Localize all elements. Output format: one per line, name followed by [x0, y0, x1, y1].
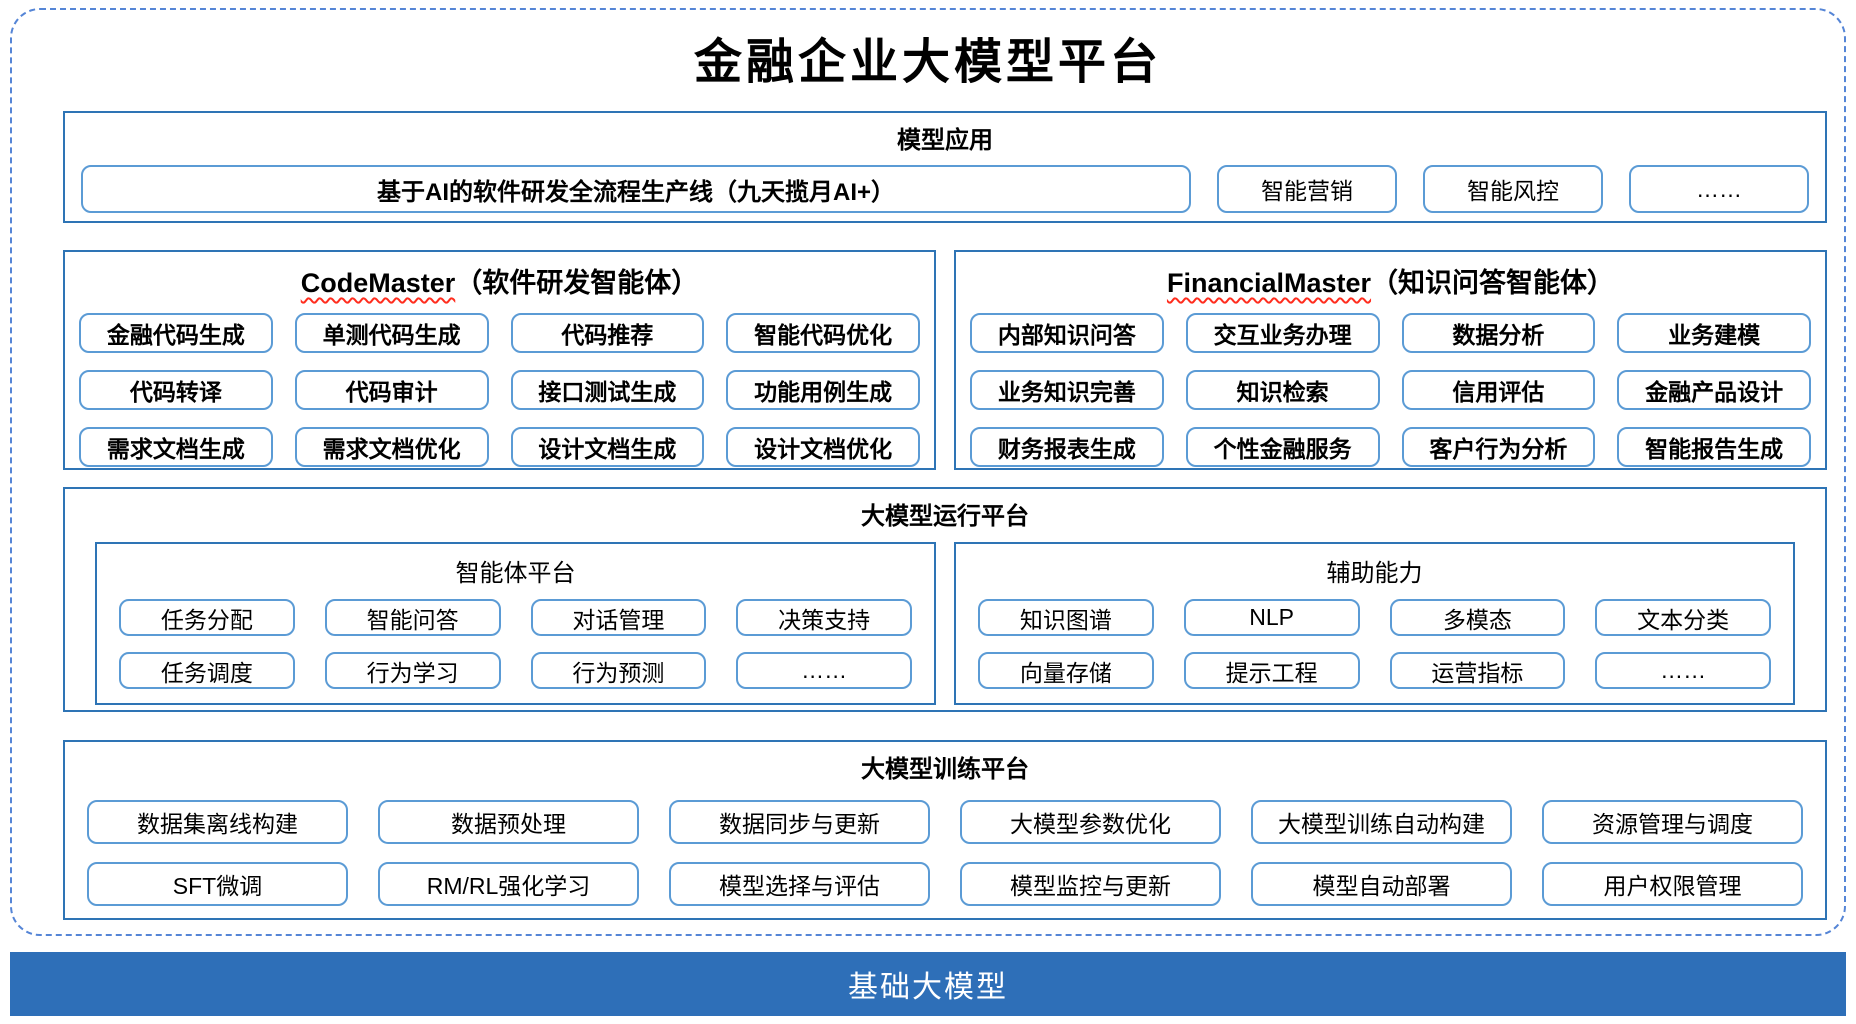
capability-chip-ellipsis: …… — [1629, 165, 1809, 213]
capability-chip: 大模型训练自动构建 — [1251, 800, 1512, 844]
capability-chip: 任务分配 — [119, 599, 295, 636]
capability-chip: 模型选择与评估 — [669, 862, 930, 906]
base-model-bar: 基础大模型 — [10, 952, 1846, 1016]
section-title: 大模型运行平台 — [861, 503, 1029, 530]
capability-chip: 信用评估 — [1401, 370, 1596, 410]
capability-chip: 多模态 — [1389, 599, 1566, 636]
capability-chip: SFT微调 — [87, 862, 348, 906]
capability-chip: NLP — [1183, 599, 1360, 636]
capability-chip: 接口测试生成 — [510, 370, 705, 410]
subsection-agent-platform: 智能体平台 任务分配 智能问答 对话管理 决策支持 任务调度 行为学习 行为预测… — [95, 542, 936, 705]
codemaster-title: CodeMaster（软件研发智能体） — [65, 261, 934, 300]
capability-chip: 模型自动部署 — [1251, 862, 1512, 906]
capability-chip: RM/RL强化学习 — [378, 862, 639, 906]
capability-chip: 代码转译 — [79, 370, 273, 410]
capability-chip: 个性金融服务 — [1185, 427, 1380, 467]
capability-chip: 用户权限管理 — [1542, 862, 1803, 906]
capability-chip: 向量存储 — [978, 652, 1154, 689]
capability-chip: 数据分析 — [1401, 313, 1596, 353]
capability-chip: 知识检索 — [1185, 370, 1380, 410]
capability-chip: 智能报告生成 — [1617, 427, 1811, 467]
financialmaster-title: FinancialMaster（知识问答智能体） — [956, 261, 1825, 300]
capability-chip: 模型监控与更新 — [960, 862, 1221, 906]
agent-platform-grid: 任务分配 智能问答 对话管理 决策支持 任务调度 行为学习 行为预测 …… — [119, 599, 912, 689]
capability-chip: 内部知识问答 — [970, 313, 1164, 353]
capability-chip: 对话管理 — [530, 599, 707, 636]
capability-chip: 财务报表生成 — [970, 427, 1164, 467]
financialmaster-title-zh: （知识问答智能体） — [1371, 268, 1615, 298]
main-pipeline-chip: 基于AI的软件研发全流程生产线（九天揽月AI+） — [81, 165, 1191, 213]
codemaster-title-zh: （软件研发智能体） — [455, 268, 699, 298]
capability-chip: 需求文档优化 — [294, 427, 489, 467]
capability-chip: 文本分类 — [1595, 599, 1771, 636]
subsection-title: 智能体平台 — [455, 560, 576, 587]
capability-chip: 代码推荐 — [510, 313, 705, 353]
capability-chip: 行为学习 — [324, 652, 501, 689]
capability-chip: 运营指标 — [1389, 652, 1566, 689]
codemaster-title-en: CodeMaster — [300, 268, 456, 298]
section-runtime-platform: 大模型运行平台 智能体平台 任务分配 智能问答 对话管理 决策支持 任务调度 行… — [63, 487, 1827, 712]
capability-chip: 提示工程 — [1183, 652, 1360, 689]
aux-capabilities-grid: 知识图谱 NLP 多模态 文本分类 向量存储 提示工程 运营指标 …… — [978, 599, 1771, 689]
page-title: 金融企业大模型平台 — [693, 34, 1162, 90]
capability-chip: 交互业务办理 — [1185, 313, 1380, 353]
capability-chip: 智能代码优化 — [726, 313, 920, 353]
capability-chip: 客户行为分析 — [1401, 427, 1596, 467]
capability-chip: 功能用例生成 — [726, 370, 920, 410]
capability-chip-ellipsis: …… — [736, 652, 912, 689]
capability-chip: 设计文档优化 — [726, 427, 920, 467]
capability-chip: 任务调度 — [119, 652, 295, 689]
capability-chip: 代码审计 — [294, 370, 489, 410]
training-grid: 数据集离线构建 数据预处理 数据同步与更新 大模型参数优化 大模型训练自动构建 … — [87, 800, 1803, 906]
capability-chip: 大模型参数优化 — [960, 800, 1221, 844]
capability-chip-ellipsis: …… — [1595, 652, 1771, 689]
section-training-platform: 大模型训练平台 数据集离线构建 数据预处理 数据同步与更新 大模型参数优化 大模… — [63, 740, 1827, 920]
capability-chip: 需求文档生成 — [79, 427, 273, 467]
codemaster-grid: 金融代码生成 单测代码生成 代码推荐 智能代码优化 代码转译 代码审计 接口测试… — [79, 313, 920, 467]
capability-chip: 知识图谱 — [978, 599, 1154, 636]
capability-chip: 资源管理与调度 — [1542, 800, 1803, 844]
section-financialmaster: FinancialMaster（知识问答智能体） 内部知识问答 交互业务办理 数… — [954, 250, 1827, 470]
financialmaster-grid: 内部知识问答 交互业务办理 数据分析 业务建模 业务知识完善 知识检索 信用评估… — [970, 313, 1811, 467]
financialmaster-title-en: FinancialMaster — [1166, 268, 1372, 298]
agents-row: CodeMaster（软件研发智能体） 金融代码生成 单测代码生成 代码推荐 智… — [63, 250, 1827, 470]
model-application-row: 基于AI的软件研发全流程生产线（九天揽月AI+） 智能营销 智能风控 …… — [81, 165, 1809, 213]
capability-chip: 数据预处理 — [378, 800, 639, 844]
runtime-row: 智能体平台 任务分配 智能问答 对话管理 决策支持 任务调度 行为学习 行为预测… — [95, 542, 1795, 705]
capability-chip: 智能营销 — [1217, 165, 1397, 213]
capability-chip: 业务建模 — [1617, 313, 1811, 353]
capability-chip: 行为预测 — [530, 652, 707, 689]
capability-chip: 金融产品设计 — [1617, 370, 1811, 410]
base-model-label: 基础大模型 — [848, 971, 1008, 1004]
capability-chip: 智能风控 — [1423, 165, 1603, 213]
subsection-aux-capabilities: 辅助能力 知识图谱 NLP 多模态 文本分类 向量存储 提示工程 运营指标 …… — [954, 542, 1795, 705]
capability-chip: 数据集离线构建 — [87, 800, 348, 844]
capability-chip: 单测代码生成 — [294, 313, 489, 353]
capability-chip: 金融代码生成 — [79, 313, 273, 353]
capability-chip: 智能问答 — [324, 599, 501, 636]
capability-chip: 设计文档生成 — [510, 427, 705, 467]
section-model-application: 模型应用 基于AI的软件研发全流程生产线（九天揽月AI+） 智能营销 智能风控 … — [63, 111, 1827, 223]
section-title: 模型应用 — [897, 127, 993, 154]
platform-outer-frame — [10, 8, 1846, 936]
subsection-title: 辅助能力 — [1326, 560, 1423, 587]
capability-chip: 决策支持 — [736, 599, 912, 636]
section-codemaster: CodeMaster（软件研发智能体） 金融代码生成 单测代码生成 代码推荐 智… — [63, 250, 936, 470]
capability-chip: 数据同步与更新 — [669, 800, 930, 844]
section-title: 大模型训练平台 — [861, 756, 1029, 783]
capability-chip: 业务知识完善 — [970, 370, 1164, 410]
